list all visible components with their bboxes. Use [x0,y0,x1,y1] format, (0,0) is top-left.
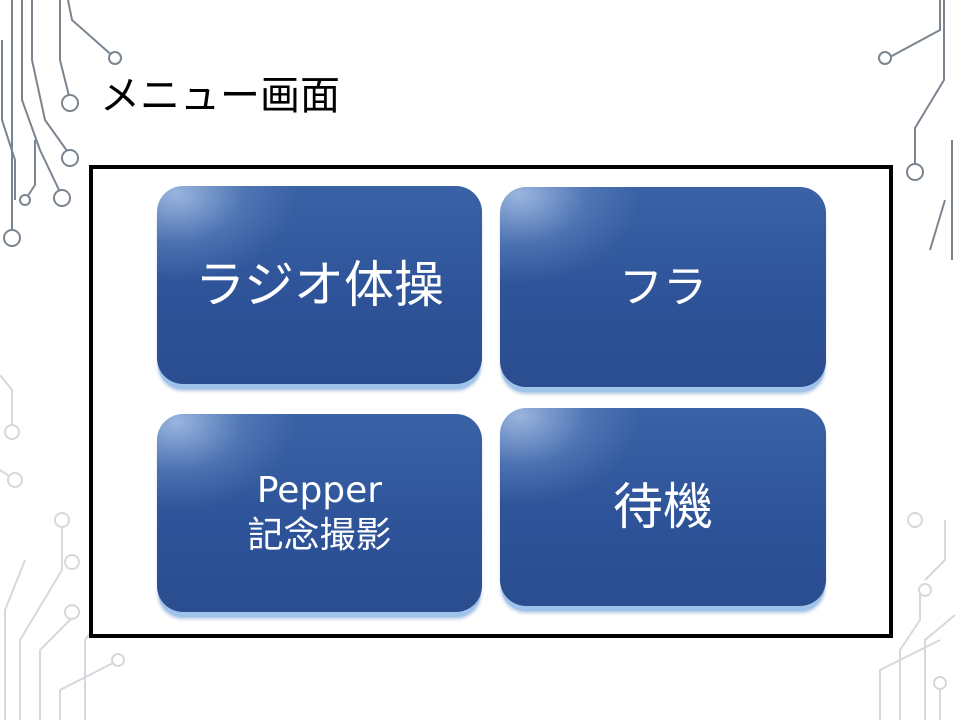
button-label-line-1: Pepper [256,470,383,511]
radio-exercise-button[interactable]: ラジオ体操 [157,186,482,384]
button-label: フラ [619,261,707,313]
standby-button[interactable]: 待機 [500,408,826,606]
pepper-photo-button[interactable]: Pepper 記念撮影 [157,414,482,612]
hula-button[interactable]: フラ [500,187,826,387]
button-label: 待機 [613,477,713,536]
page-title: メニュー画面 [100,73,340,119]
button-label: ラジオ体操 [195,255,444,314]
button-label-line-2: 記念撮影 [247,515,392,556]
